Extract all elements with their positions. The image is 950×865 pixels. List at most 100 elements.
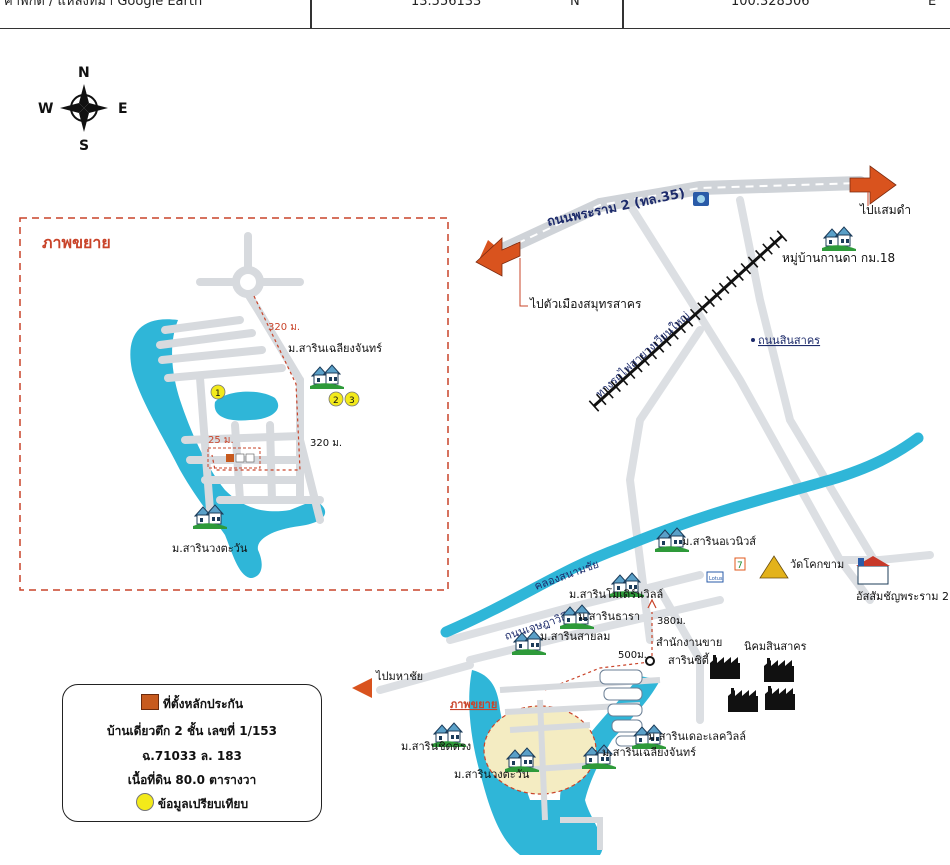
railway-tie [755, 249, 766, 262]
coord-source-label: ค่าพิกัด / แหล่งที่มา Google Earth [4, 0, 203, 9]
to-samut-sakhon-label: ไปตัวเมืองสมุทรสาคร [529, 297, 642, 312]
railway-tie [718, 282, 730, 295]
wat-khok-kham-label: วัดโคกขาม [790, 557, 844, 571]
compass-rose: N S W E [38, 65, 128, 154]
seven-label: 7 [737, 561, 743, 571]
sales-office-icon [645, 656, 655, 666]
lotus-label: Lotus [709, 576, 723, 582]
factory-icon [765, 686, 795, 710]
comparison-marker-3: 3 [344, 391, 360, 407]
canal-sanam-chai [440, 432, 924, 638]
inset-collateral-marker [226, 454, 234, 462]
lotus-store-icon [706, 571, 724, 583]
sarin-wongtawan-label: ม.สารินวงตะวัน [454, 768, 530, 781]
route-500 [544, 661, 651, 691]
inset-plot [207, 447, 261, 469]
longitude-value: 100.328506 [731, 0, 810, 9]
railway-tie [588, 400, 600, 412]
assumption-label: อัสสัมชัญพระราม 2 [856, 590, 949, 603]
industrial-estate-label: นิคมสินสาคร [744, 640, 807, 653]
svg-text:1: 1 [215, 389, 221, 399]
railway-tie [740, 262, 752, 275]
sarin-avenue-label: ม.สารินอเวนิวส์ [682, 535, 756, 548]
legend-box: ที่ตั้งหลักประกัน บ้านเดี่ยวตึก 2 ชั้น เ… [62, 684, 322, 822]
house-icon [821, 226, 857, 252]
inset-dist-small: 25 ม. [208, 435, 234, 446]
sarin-sailom-label: ม.สารินสายลม [540, 630, 610, 643]
inset-village-label: ม.สารินเฉลียงจันทร์ [288, 342, 382, 355]
compass-e: E [118, 101, 128, 117]
sarin-chidtrong-label: ม.สารินชิดตรง [401, 740, 471, 753]
inset-bottom-village: ม.สารินวงตะวัน [172, 542, 248, 555]
sarin-chaliang-label: ม.สารินเฉลียงจันทร์ [602, 746, 696, 759]
to-samae-dam-label: ไปแสมดำ [859, 203, 911, 217]
compass-w: W [38, 101, 53, 117]
sarin-lake-label: ม.สารินเดอะเลควิลล์ [648, 730, 746, 743]
dist-380-label: 380ม. [657, 616, 686, 627]
factory-icon [764, 658, 794, 682]
comparison-marker-icon [135, 793, 154, 811]
house-icon [309, 364, 345, 390]
coordinates-header: ค่าพิกัด / แหล่งที่มา Google Earth 13.55… [0, 0, 950, 29]
inset-dist-right: 320 ม. [310, 438, 342, 449]
railway-tie [675, 321, 687, 334]
legend-collateral-row: ที่ตั้งหลักประกัน [63, 694, 321, 714]
railway-line [588, 230, 788, 412]
arrow-mahachai-icon [352, 678, 372, 698]
latitude-value: 13.556133 [411, 0, 482, 9]
railway-tie [697, 302, 708, 314]
compass-n: N [78, 65, 90, 81]
railway-tie [711, 289, 723, 301]
railway-tie [776, 230, 788, 242]
legend-house: บ้านเดี่ยวตึก 2 ชั้น เลขที่ 1/153 [106, 724, 278, 738]
inset-roads [156, 232, 324, 524]
factory-icon [710, 655, 740, 679]
leader-line [519, 258, 528, 307]
railway-tie [603, 387, 614, 399]
inset-ref-label: ภาพขยาย [450, 698, 497, 711]
compass-s: S [79, 138, 89, 154]
road-rama2-label: ถนนพระราม 2 (ทล.35) [546, 186, 687, 230]
school-icon [856, 556, 890, 585]
railway-tie [747, 256, 759, 268]
sarin-city-label: สารินซิตี้ [668, 652, 710, 667]
railway-tie [733, 269, 744, 281]
railway-tie [704, 295, 715, 308]
legend-deed: ฉ.71033 ล. 183 [142, 749, 242, 763]
local-roads [376, 196, 934, 724]
factory-icon [728, 688, 758, 712]
legend-compare-text: ข้อมูลเปรียบเทียบ [157, 797, 249, 811]
inset-dist-top: 320 ม. [268, 322, 300, 333]
to-mahachai-label: ไปมหาชัย [375, 670, 423, 683]
arrow-right-icon [849, 165, 897, 205]
svg-text:3: 3 [349, 396, 355, 406]
inset-frame [19, 217, 449, 591]
railway-tie [762, 243, 773, 255]
longitude-direction: E [928, 0, 937, 9]
comparison-marker-1: 1 [210, 384, 226, 400]
railway-tie [682, 315, 694, 327]
railway-tie [632, 361, 643, 373]
railway-tie [689, 308, 701, 321]
railway-tie [661, 334, 672, 347]
railway-tie [595, 393, 607, 406]
inset-title: ภาพขยาย [42, 233, 111, 252]
railway-tie [726, 276, 737, 288]
legend-collateral-text: ที่ตั้งหลักประกัน [162, 697, 244, 711]
railway-tie [639, 354, 650, 366]
sarin-modern-label: ม.สารินโมเดิร์นวิลล์ [569, 587, 663, 601]
village-km18-label: หมู่บ้านกานดา กม.18 [782, 251, 895, 266]
railway-tie [668, 328, 679, 340]
sin-sakhon-road-label: ถนนสินสาคร [758, 334, 820, 347]
divider [622, 0, 624, 28]
railway-tie [653, 341, 665, 353]
legend-area: เนื้อที่ดิน 80.0 ตารางวา [127, 773, 257, 787]
sales-office-label: สำนักงานขาย [656, 636, 722, 649]
railway-tie [624, 367, 636, 380]
comparison-marker-2: 2 [328, 391, 344, 407]
seven-eleven-icon [734, 557, 746, 571]
latitude-direction: N [570, 0, 580, 9]
inset-lake [130, 319, 326, 578]
legend-compare-row: ข้อมูลเปรียบเทียบ [63, 793, 321, 814]
